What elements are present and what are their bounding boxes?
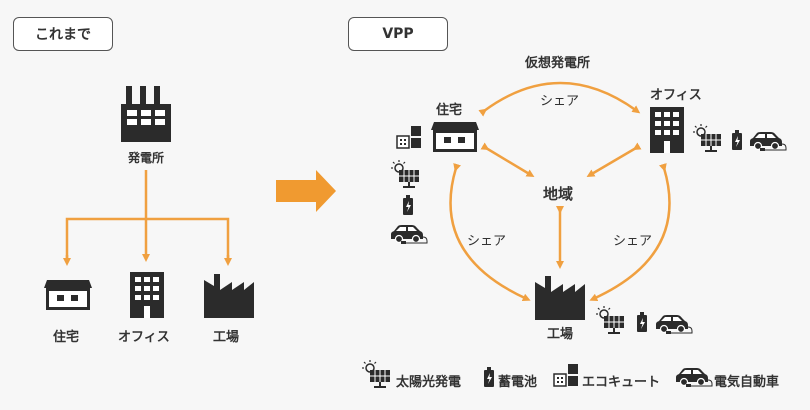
consumer-label-office: オフィス [118,330,170,345]
vpp-office-icon [650,107,684,153]
virtual-plant-label: 仮想発電所 [525,56,591,71]
factory-battery-icon [637,312,647,332]
distribution-arrows [63,170,232,266]
office-solar-icon [692,123,722,153]
legend-solar-icon [361,359,391,389]
factory-icon [204,274,254,318]
share-label-left: シェア [467,234,507,249]
tag-vpp: VPP [348,17,448,51]
center-label: 地域 [543,185,574,203]
tag-before: これまで [13,17,113,51]
legend-battery-label: 蓄電池 [498,375,538,390]
share-label-top: シェア [540,94,580,109]
house-car-icon [390,224,428,245]
legend-car-icon [675,367,713,388]
power-plant-icon [121,86,171,142]
legend-battery-icon [484,367,494,387]
vpp-label-office: オフィス [650,88,702,103]
legend-ecocute-icon [553,363,579,387]
house-solar-icon [390,159,420,189]
factory-car-icon [655,314,693,335]
vpp-house-icon [431,122,479,152]
legend-car-label: 電気自動車 [714,375,780,390]
house-icon [44,280,92,310]
house-ecocute-icon [396,125,422,149]
factory-solar-icon [595,305,625,335]
vpp-share-arrows [449,81,671,301]
vpp-label-factory: 工場 [547,327,574,342]
power-plant-label: 発電所 [128,151,165,165]
share-label-right: シェア [613,234,653,249]
legend-solar-label: 太陽光発電 [396,375,462,390]
office-car-icon [749,131,787,152]
office-battery-icon [732,130,742,150]
consumer-label-factory: 工場 [213,330,240,345]
house-battery-icon [403,195,413,215]
transition-arrow-icon [276,170,336,212]
consumer-label-house: 住宅 [53,330,80,345]
tag-before-label: これまで [35,27,91,43]
legend-ecocute-label: エコキュート [582,375,661,390]
tag-vpp-label: VPP [382,26,414,42]
vpp-factory-icon [535,276,585,320]
vpp-label-house: 住宅 [436,103,463,118]
office-icon [130,272,164,318]
